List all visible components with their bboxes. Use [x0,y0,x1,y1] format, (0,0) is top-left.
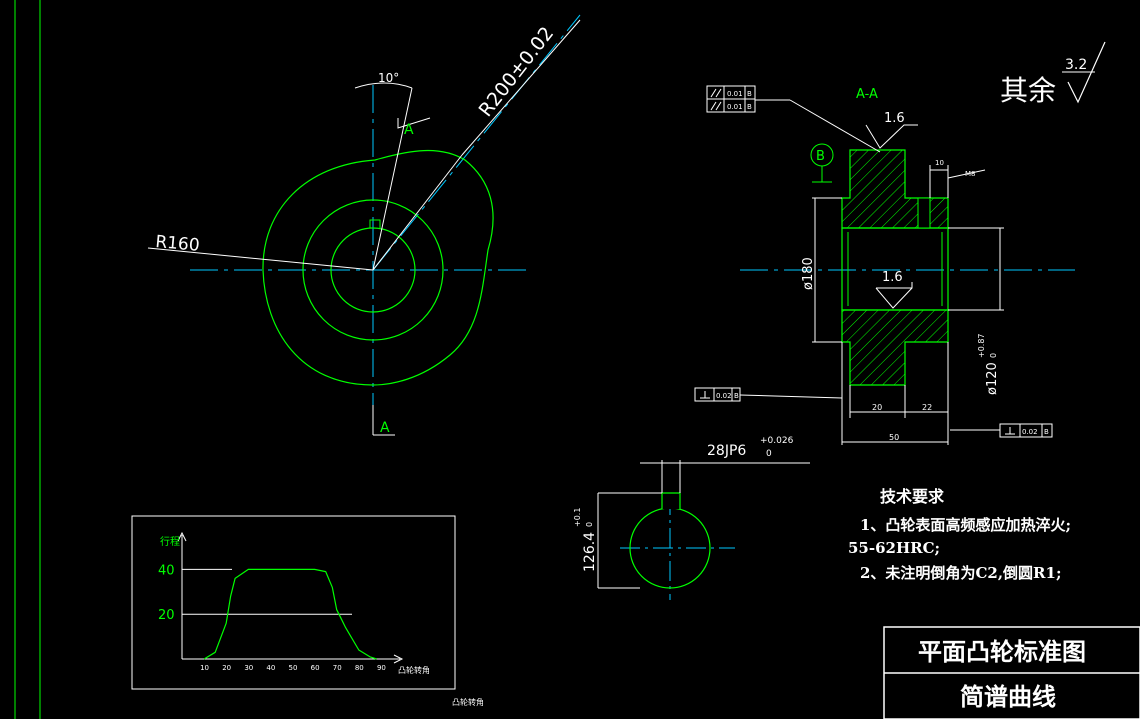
dim-10: 10 [935,159,944,167]
front-centerlines [190,14,581,430]
title-block-subtitle: 简谱曲线 [960,682,1056,711]
cam-profile [262,150,494,386]
svg-text:B: B [747,90,752,98]
surface-finish-note: 其余 3.2 [1000,41,1106,107]
chart-x-tick-label: 70 [333,664,342,672]
tolerance-frame-perp-left [694,387,741,402]
roughness-symbol-bore [875,282,913,309]
svg-text:0.01: 0.01 [727,90,743,98]
chart-x-axis-label: 凸轮转角 [398,665,430,675]
section-upper-hatch [841,149,949,229]
svg-text:B: B [747,103,752,111]
keyway-depth-label: 126.4 [582,532,598,572]
tech-requirements: 技术要求 1、凸轮表面高频感应加热淬火; 55-62HRC; 2、未注明倒角为C… [848,487,1071,582]
chart-x-tick-label: 10 [200,664,209,672]
roughness-top-label: 1.6 [884,111,905,126]
chart-x-tick-label: 30 [244,664,253,672]
section-dimensions [739,99,1004,445]
dim-20: 20 [872,403,882,412]
chart-series-line [203,568,377,660]
keyway-view: 28JP6 +0.026 0 126.4 +0.1 0 [573,436,810,600]
dim-diameter-120: ø120 [985,362,1000,395]
angle-label: 10° [378,71,399,85]
hub-circle [330,227,416,313]
chart-frame [131,515,456,690]
chart-x-tick-label: 80 [355,664,364,672]
dim-22: 22 [922,403,932,412]
chart-x-tick-label: 90 [377,664,386,672]
chart-y-tick-label: 40 [158,563,175,578]
section-title: A-A [856,87,878,102]
chart-caption: 凸轮转角 [452,697,484,707]
chart-y-axis-label: 行程 [160,535,180,548]
chart-x-tick-label: 50 [289,664,298,672]
datum-b-symbol: B [810,143,834,183]
chart-y-arrow [177,531,187,542]
svg-text:B: B [734,392,739,400]
m8-hole [917,197,931,229]
radius-leaders [147,19,581,436]
roughness-symbol-top [865,124,918,149]
section-lower-hatch [841,309,949,386]
section-mark-top: A [404,122,414,138]
radius-small-label: R160 [155,232,201,256]
drawing-border [14,0,41,719]
tech-line-2: 55-62HRC; [848,539,940,557]
keyway-width-label: 28JP6 [707,443,746,459]
cam-front-view: 10° R200±0.02 R160 A A [147,14,581,436]
tolerance-frame-perp-right [999,423,1053,438]
chart-y-tick-label: 20 [158,608,175,623]
svg-text:0: 0 [766,449,772,459]
chart-x-tick-label: 20 [222,664,231,672]
svg-text:B: B [816,149,825,164]
base-circle [302,199,444,341]
tolerance-frame-parallel [706,85,756,113]
chart-x-tick-label: 60 [311,664,320,672]
tech-title: 技术要求 [880,487,945,506]
tech-line-1: 1、凸轮表面高频感应加热淬火; [860,516,1071,534]
title-block: 平面凸轮标准图 简谱曲线 [883,626,1140,719]
title-block-title: 平面凸轮标准图 [918,637,1086,666]
svg-text:B: B [1044,428,1049,436]
tech-line-3: 2、未注明倒角为C2,倒圆R1; [860,564,1061,582]
svg-text:0.02: 0.02 [1022,428,1038,436]
svg-text:0.01: 0.01 [727,103,743,111]
svg-text:+0.026: +0.026 [760,436,794,446]
keyway-slot [661,492,681,509]
svg-text:0: 0 [585,522,594,527]
dim-50: 50 [889,433,899,442]
chart-x-tick-label: 40 [266,664,275,672]
svg-text:0.02: 0.02 [716,392,732,400]
dim-diameter-120-upper: +0.87 [977,333,986,358]
front-keyway [369,219,381,228]
section-mark-bottom: A [380,420,390,436]
dim-m8: M8 [965,170,976,178]
roughness-bore-label: 1.6 [882,270,903,285]
radius-big-label: R200±0.02 [475,23,559,121]
dim-diameter-120-lower: 0 [989,353,998,358]
svg-text:+0.1: +0.1 [573,508,582,527]
svg-text:3.2: 3.2 [1065,57,1087,73]
chart-x-arrow [393,654,404,664]
svg-text:其余: 其余 [1000,74,1056,107]
dim-diameter-180: ø180 [801,257,816,290]
section-bore [841,227,949,311]
section-view: 1.6 1.6 B 0.01 B 0.01 B [694,85,1075,445]
